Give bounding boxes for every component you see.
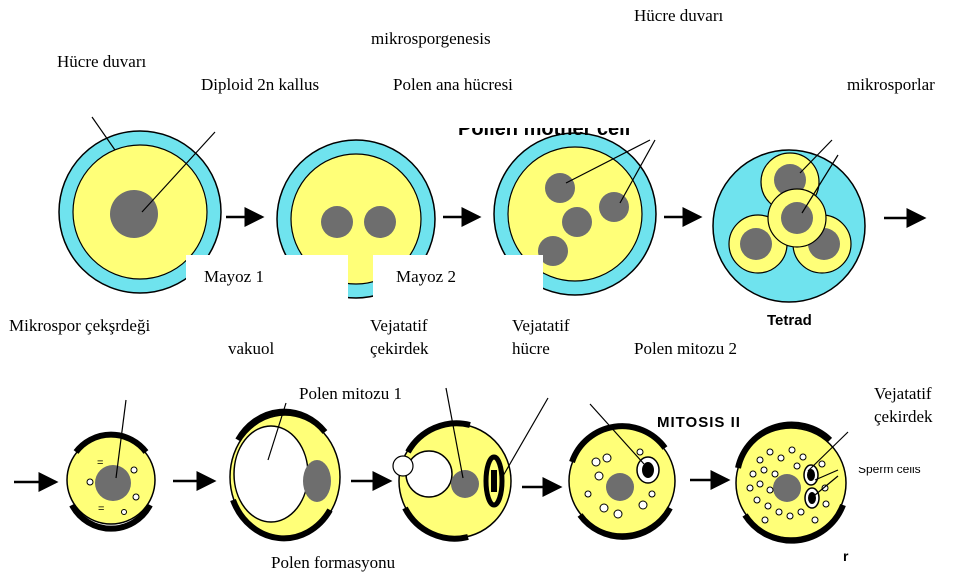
label-polen-ana-hucresi: Polen ana hücresi bbox=[393, 75, 513, 95]
label-cover-top bbox=[440, 108, 690, 128]
label-vejatatif-cekirdek-mid-1: Vejatatif bbox=[370, 316, 428, 336]
label-diploid-kallus: Diploid 2n kallus bbox=[201, 75, 319, 95]
label-cover-sperm bbox=[858, 460, 948, 467]
stage-vacuolated-microspore bbox=[230, 403, 340, 539]
tetrad-english: Tetrad bbox=[767, 312, 812, 329]
stage-tetrad bbox=[713, 140, 865, 302]
label-vejatatif-hucre-1: Vejatatif bbox=[512, 316, 570, 336]
label-polen-mitozu-1: Polen mitozu 1 bbox=[299, 384, 402, 404]
label-vakuol: vakuol bbox=[228, 339, 274, 359]
label-vejatatif-cekirdek-right-1: Vejatatif bbox=[874, 384, 932, 404]
label-mayoz-2: Mayoz 2 bbox=[396, 267, 456, 287]
svg-text:=: = bbox=[98, 503, 104, 515]
label-mayoz-1: Mayoz 1 bbox=[204, 267, 264, 287]
label-mikrospor-cekirdegi: Mikrospor çekşrdeği bbox=[9, 316, 150, 336]
label-mikrosporgenesis: mikrosporgenesis bbox=[371, 29, 491, 49]
stage-pollen-mitosis-1 bbox=[393, 388, 548, 539]
label-polen-mitozu-2: Polen mitozu 2 bbox=[634, 339, 737, 359]
label-vejatatif-cekirdek-mid-2: çekirdek bbox=[370, 339, 429, 359]
svg-text:=: = bbox=[97, 457, 103, 469]
stage-microspore: = = bbox=[67, 400, 155, 529]
label-polen-formasyonu: Polen formasyonu bbox=[271, 553, 395, 573]
stage-mature-pollen bbox=[736, 425, 848, 541]
mitosis-ii-english: Mitosis II bbox=[657, 414, 741, 431]
label-hucre-duvari-top-right: Hücre duvarı bbox=[634, 6, 723, 26]
r-english: r bbox=[843, 548, 848, 564]
label-mikrosporlar: mikrosporlar bbox=[847, 75, 935, 95]
label-hucre-duvari-left: Hücre duvarı bbox=[57, 52, 146, 72]
label-vejatatif-hucre-2: hücre bbox=[512, 339, 550, 359]
label-vejatatif-cekirdek-right-2: çekirdek bbox=[874, 407, 933, 427]
